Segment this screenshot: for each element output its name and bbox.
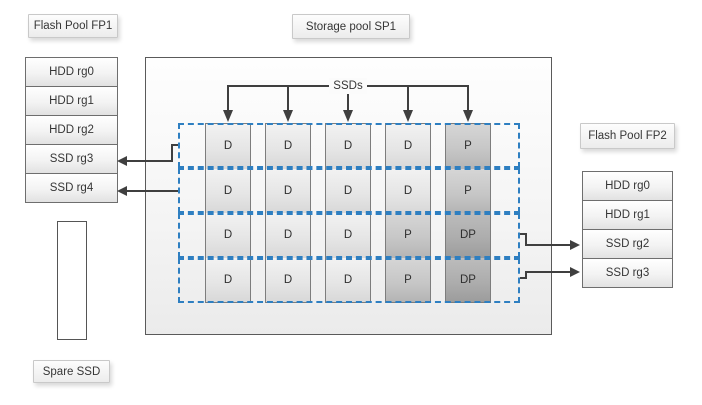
disk-cell-col4-row2: DP [446,213,490,258]
row1-to-ssd-rg3-connector [171,144,178,146]
flash-pool-fp1-label-text: Flash Pool FP1 [33,20,113,32]
disk-cell-col0-row1: D [206,168,250,213]
ssds-arrow-line-0 [227,85,229,112]
row3-to-ssd-rg2-connector [525,244,572,246]
row1-to-ssd-rg3-connector [171,144,173,162]
ssds-arrow-line-2 [347,85,349,112]
ssds-arrow-line-4 [467,85,469,112]
disk-cell-col4-row1: P [446,168,490,213]
fp1-raid-group-2: HDD rg2 [25,115,118,145]
disk-cell-col4-row3: DP [446,257,490,302]
storage-pool-sp1-label-text: Storage pool SP1 [305,20,397,33]
arrowhead-left-ssd-rg3 [117,156,127,166]
arrowhead-right-ssd-rg3 [570,267,580,277]
disk-cell-col3-row0: D [386,124,430,169]
fp2-raid-group-3: SSD rg3 [582,258,673,288]
disk-cell-col1-row1: D [266,168,310,213]
disk-cell-col2-row2: D [326,213,370,258]
arrowhead-right-ssd-rg2 [570,240,580,250]
disk-cell-col0-row2: D [206,213,250,258]
spare-ssd-rect [57,221,87,340]
ssds-arrowhead-3 [403,110,413,122]
row2-to-ssd-rg4-connector [123,190,178,192]
flash-pool-fp2-label-text: Flash Pool FP2 [588,130,667,142]
spare-ssd-label-text: Spare SSD [42,365,101,378]
disk-cell-col1-row0: D [266,124,310,169]
fp1-raid-group-0: HDD rg0 [25,57,118,87]
spare-ssd-label: Spare SSD [33,360,110,383]
row4-to-ssd-rg3-connector [525,271,527,279]
disk-cell-col3-row2: P [386,213,430,258]
fp1-raid-group-3: SSD rg3 [25,144,118,174]
row3-to-ssd-rg2-connector [520,233,527,235]
fp2-raid-group-1: HDD rg1 [582,200,673,230]
row4-to-ssd-rg3-connector [520,277,527,279]
flash-pool-fp1-label: Flash Pool FP1 [28,14,118,38]
ssds-arrowhead-1 [283,110,293,122]
disk-cell-col3-row3: P [386,257,430,302]
ssds-label-text: SSDs [333,80,363,92]
ssds-arrowhead-0 [223,110,233,122]
ssds-arrow-line-1 [287,85,289,112]
ssds-arrowhead-4 [463,110,473,122]
disk-cell-col3-row1: D [386,168,430,213]
row1-to-ssd-rg3-connector [123,160,173,162]
disk-cell-col1-row2: D [266,213,310,258]
ssds-arrow-line-3 [407,85,409,112]
disk-cell-col1-row3: D [266,257,310,302]
arrowhead-left-ssd-rg4 [117,186,127,196]
fp2-raid-group-2: SSD rg2 [582,229,673,259]
row4-to-ssd-rg3-connector [525,271,572,273]
disk-cell-col2-row3: D [326,257,370,302]
storage-pool-sp1-label: Storage pool SP1 [292,14,410,39]
fp1-raid-group-1: HDD rg1 [25,86,118,116]
disk-cell-col0-row0: D [206,124,250,169]
disk-cell-col4-row0: P [446,124,490,169]
row3-to-ssd-rg2-connector [525,233,527,246]
disk-cell-col2-row0: D [326,124,370,169]
ssds-arrowhead-2 [343,110,353,122]
ssds-label: SSDs [329,78,367,94]
flash-pool-fp2-label: Flash Pool FP2 [580,123,675,149]
fp1-raid-group-4: SSD rg4 [25,173,118,203]
disk-cell-col2-row1: D [326,168,370,213]
disk-cell-col0-row3: D [206,257,250,302]
fp2-raid-group-0: HDD rg0 [582,171,673,201]
